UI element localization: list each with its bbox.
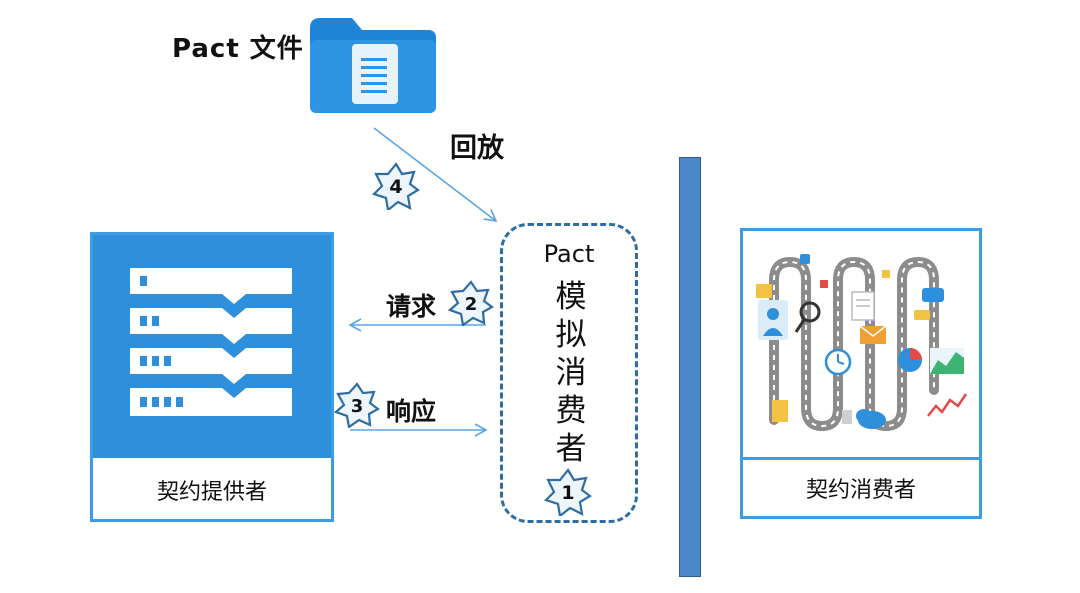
step-badge-2: 2 — [448, 280, 494, 326]
replay-label: 回放 — [450, 133, 504, 164]
svg-text:3: 3 — [351, 396, 364, 417]
consumer-caption: 契约消费者 — [805, 478, 916, 503]
divider-bar — [679, 157, 701, 577]
consumer-panel — [740, 228, 982, 519]
mock-consumer-vertical-text: 模拟消费者 — [555, 279, 587, 467]
folder-document-icon — [310, 18, 436, 113]
svg-text:1: 1 — [561, 482, 574, 504]
svg-text:2: 2 — [465, 294, 478, 315]
svg-text:4: 4 — [389, 176, 402, 198]
server-rack-icon — [130, 268, 292, 416]
process-illustration — [756, 254, 968, 432]
replay-arrow — [373, 127, 498, 223]
step-badge-3: 3 — [334, 382, 380, 428]
pact-file-label: Pact 文件 — [172, 34, 304, 64]
consumer-divider — [743, 457, 979, 460]
response-label: 响应 — [386, 397, 437, 426]
mock-consumer-title: Pact — [543, 240, 595, 268]
step-badge-1: 1 — [544, 468, 592, 516]
provider-panel — [90, 232, 334, 522]
step-badge-4: 4 — [372, 162, 420, 210]
provider-caption: 契约提供者 — [156, 479, 267, 505]
request-label: 请求 — [386, 292, 437, 321]
mock-consumer-box — [500, 223, 638, 523]
